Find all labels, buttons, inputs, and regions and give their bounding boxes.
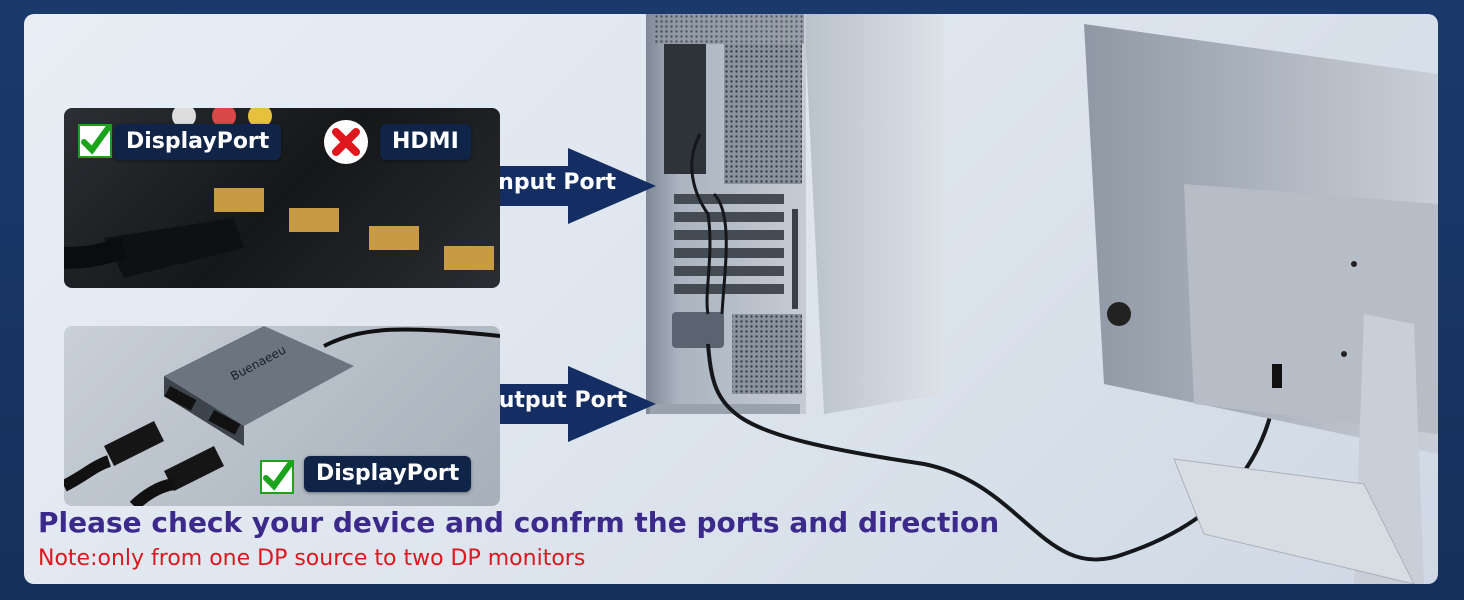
arrow-right-icon xyxy=(476,148,656,224)
x-icon xyxy=(324,120,368,164)
monitor xyxy=(1084,24,1438,584)
headline: Please check your device and confrm the … xyxy=(38,506,1000,539)
pc-tower xyxy=(646,14,944,414)
scene-illustration xyxy=(646,14,1438,584)
scene-background: Input Port Output Port DisplayPort xyxy=(24,14,1438,584)
check-icon xyxy=(78,124,112,158)
note: Note:only from one DP source to two DP m… xyxy=(38,546,586,571)
arrow-right-icon xyxy=(476,366,656,442)
input-port-label: Input Port xyxy=(490,170,617,195)
input-arrow xyxy=(476,148,656,224)
output-displayport-badge: DisplayPort xyxy=(304,456,472,492)
splitter-illustration xyxy=(64,326,500,506)
hdmi-ports-illustration xyxy=(64,108,494,278)
input-hdmi-badge: HDMI xyxy=(380,124,471,160)
output-port-label: Output Port xyxy=(480,388,628,413)
check-icon xyxy=(260,460,294,494)
output-arrow xyxy=(476,366,656,442)
input-displayport-badge: DisplayPort xyxy=(114,124,282,160)
